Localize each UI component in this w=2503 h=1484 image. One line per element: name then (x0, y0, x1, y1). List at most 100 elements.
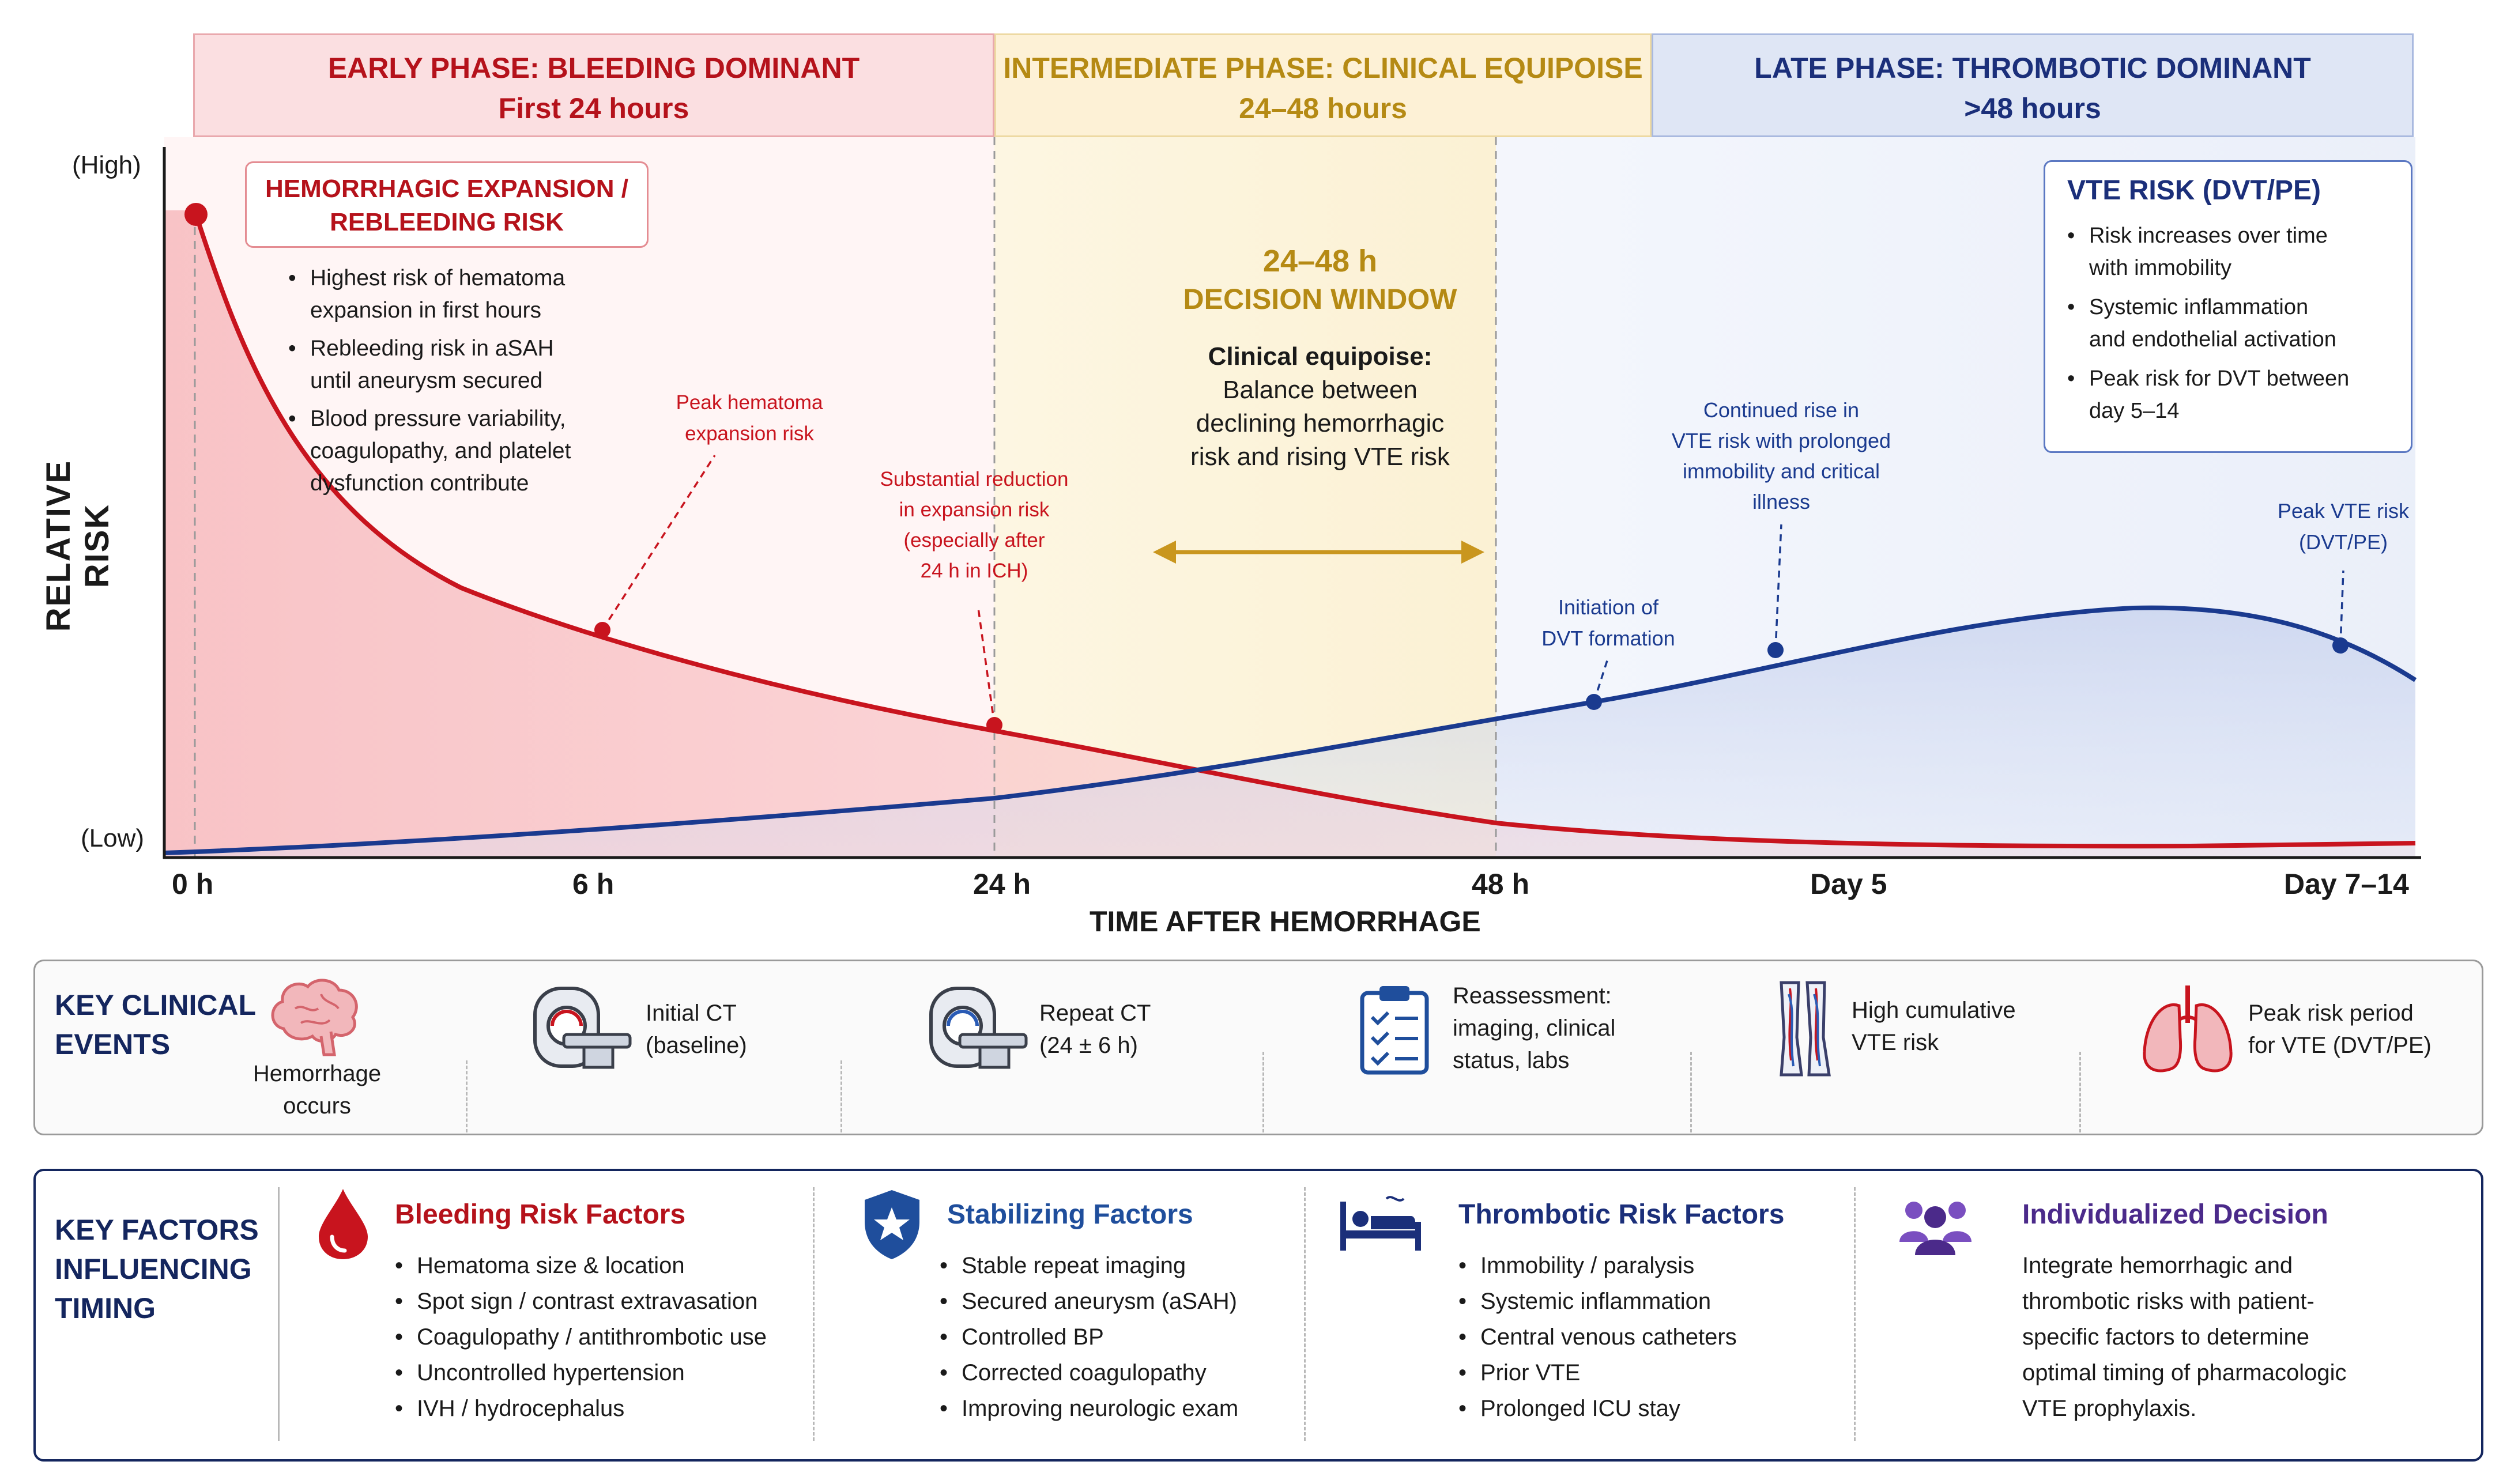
thrombotic-risk-area (164, 607, 2415, 858)
factor-item: Systemic inflammation (1458, 1283, 1737, 1319)
factor-item: Controlled BP (940, 1319, 1238, 1355)
decision-arrow-left-head (1153, 541, 1176, 564)
hemorrhagic-title-line2: REBLEEDING RISK (330, 208, 564, 236)
clinical-equipoise-text: Clinical equipoise: Balance between decl… (1130, 340, 1510, 474)
factor-item: Immobility / paralysis (1458, 1248, 1737, 1283)
bleeding-factors-title: Bleeding Risk Factors (395, 1199, 686, 1230)
factor-item: Coagulopathy / antithrombotic use (395, 1319, 767, 1355)
factor-item: Stable repeat imaging (940, 1248, 1238, 1283)
phase-late-subtitle: >48 hours (1964, 92, 2101, 124)
phase-intermediate-title: INTERMEDIATE PHASE: CLINICAL EQUIPOISE (1003, 52, 1643, 84)
x-tick-day7-14: Day 7–14 (2284, 868, 2409, 900)
clipboard-icon (1360, 986, 1429, 1075)
phase-intermediate-subtitle: 24–48 hours (1239, 92, 1407, 124)
factor-item: Secured aneurysm (aSAH) (940, 1283, 1238, 1319)
hemorrhagic-bullet: Blood pressure variability,coagulopathy,… (288, 403, 646, 500)
bleeding-risk-area (164, 210, 2415, 858)
factor-item: Improving neurologic exam (940, 1391, 1238, 1426)
stabilizing-factors-list: Stable repeat imaging Secured aneurysm (… (940, 1248, 1238, 1426)
individualized-decision-title: Individualized Decision (2022, 1199, 2328, 1230)
phase-early-title: EARLY PHASE: BLEEDING DOMINANT (327, 52, 860, 84)
bleeding-factors-list: Hematoma size & location Spot sign / con… (395, 1248, 767, 1426)
ct-scanner-icon (533, 987, 632, 1069)
shield-star-icon (865, 1190, 919, 1259)
decision-arrow-right-head (1461, 541, 1484, 564)
y-axis-title: RELATIVE RISK (40, 459, 116, 632)
x-tick-24h: 24 h (973, 868, 1031, 900)
people-group-icon (1899, 1202, 1972, 1255)
brain-icon (271, 979, 358, 1056)
x-tick-0h: 0 h (172, 868, 214, 900)
event-repeat-ct: Repeat CT(24 ± 6 h) (1039, 1000, 1151, 1058)
equipoise-title: Clinical equipoise: (1208, 342, 1433, 371)
phase-late-header: LATE PHASE: THROMBOTIC DOMINANT >48 hour… (1652, 33, 2414, 137)
factor-item: IVH / hydrocephalus (395, 1391, 767, 1426)
thrombotic-factors-title: Thrombotic Risk Factors (1458, 1199, 1785, 1230)
ct-scanner-icon (929, 987, 1028, 1069)
decision-window-title: DECISION WINDOW (1183, 283, 1457, 315)
factor-item: Prior VTE (1458, 1355, 1737, 1391)
factor-item: Uncontrolled hypertension (395, 1355, 767, 1391)
event-separator (840, 1060, 842, 1132)
decision-window-time: 24–48 h (1262, 244, 1378, 278)
factor-item: Central venous catheters (1458, 1319, 1737, 1355)
x-tick-6h: 6 h (572, 868, 615, 900)
blood-drop-icon (319, 1189, 368, 1259)
factor-item: Prolonged ICU stay (1458, 1391, 1737, 1426)
event-separator (1690, 1052, 1692, 1132)
decision-window-label: 24–48 h DECISION WINDOW (1130, 242, 1510, 318)
factor-item: Corrected coagulopathy (940, 1355, 1238, 1391)
phase-early-header: EARLY PHASE: BLEEDING DOMINANT First 24 … (193, 33, 994, 137)
thrombotic-risk-curve (164, 605, 2417, 855)
vte-risk-box: VTE RISK (DVT/PE) Risk increases over ti… (2044, 160, 2412, 453)
factor-item: Hematoma size & location (395, 1248, 767, 1283)
factor-separator (813, 1187, 815, 1441)
hemorrhagic-title-line1: HEMORRHAGIC EXPANSION / (265, 175, 628, 203)
initiation-dvt-leader (1593, 656, 1609, 703)
stabilizing-factors-title: Stabilizing Factors (947, 1199, 1193, 1230)
event-separator (1262, 1052, 1264, 1132)
x-tick-day5: Day 5 (1810, 868, 1887, 900)
patient-bed-icon (1340, 1196, 1421, 1251)
phase-late-title: LATE PHASE: THROMBOTIC DOMINANT (1754, 52, 2311, 84)
lungs-icon (2143, 985, 2233, 1073)
peak-vte-leader (2339, 570, 2344, 646)
factor-separator (278, 1187, 280, 1441)
leg-veins-icon (1780, 981, 1831, 1077)
hemorrhagic-title-box: HEMORRHAGIC EXPANSION / REBLEEDING RISK (245, 161, 649, 248)
peak-hematoma-leader (601, 455, 716, 630)
vte-risk-title: VTE RISK (DVT/PE) (2067, 175, 2321, 206)
bleeding-risk-curve (194, 213, 2416, 849)
event-separator (466, 1060, 468, 1132)
x-axis-title: TIME AFTER HEMORRHAGE (1090, 905, 1481, 938)
individualized-decision-text: Integrate hemorrhagic and thrombotic ris… (2022, 1253, 2347, 1421)
phase-early-subtitle: First 24 hours (498, 92, 689, 124)
phase-intermediate-header: INTERMEDIATE PHASE: CLINICAL EQUIPOISE 2… (994, 33, 1652, 137)
key-clinical-events-panel (33, 960, 2483, 1135)
thrombotic-factors-list: Immobility / paralysis Systemic inflamma… (1458, 1248, 1737, 1426)
substantial-reduction-leader (977, 607, 996, 726)
bleeding-peak-point (184, 203, 208, 226)
factor-item: Spot sign / contrast extravasation (395, 1283, 767, 1319)
y-axis-high-label: (High) (72, 151, 141, 179)
continued-rise-leader (1774, 524, 1782, 651)
y-axis-low-label: (Low) (81, 824, 145, 852)
event-separator (2079, 1052, 2081, 1132)
